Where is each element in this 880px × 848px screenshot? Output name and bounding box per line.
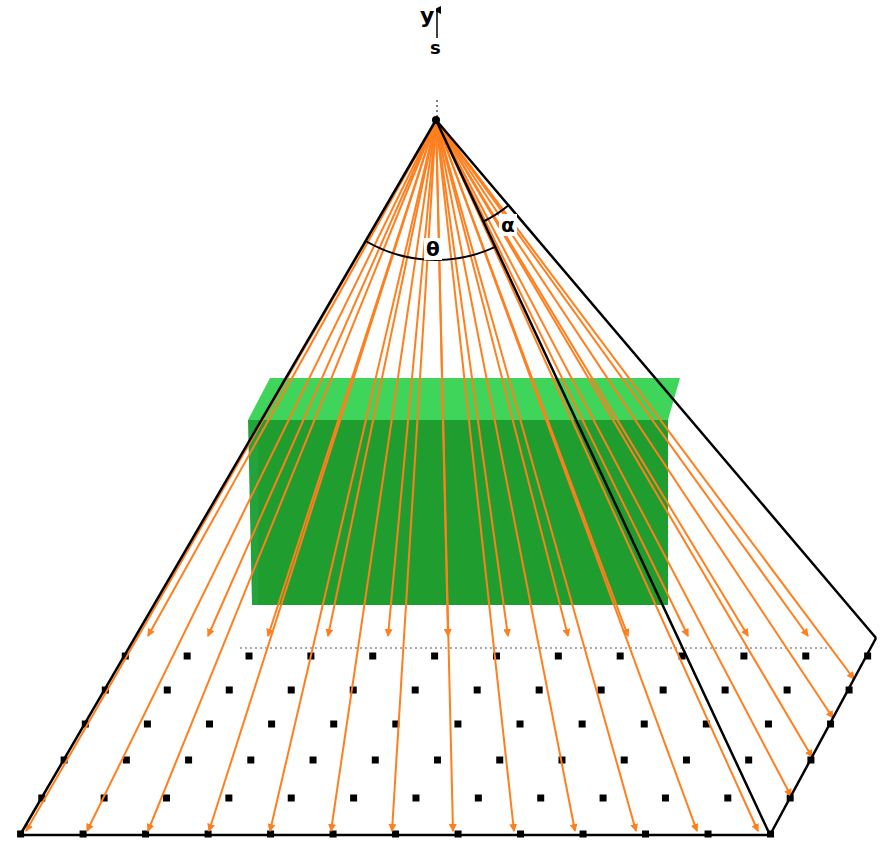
x-ray [209, 120, 436, 831]
x-ray [388, 120, 436, 636]
angle-label: α [499, 214, 517, 236]
detector-pixel [369, 653, 376, 660]
x-ray [436, 120, 833, 718]
detector-pixel [226, 687, 233, 694]
detector-pixel [412, 687, 419, 694]
detector-pixel [434, 757, 441, 764]
detector-pixel [350, 795, 357, 802]
x-ray [436, 120, 758, 831]
x-ray [436, 120, 812, 757]
detector-pixel [330, 721, 337, 728]
detector-pixel [144, 721, 151, 728]
detector-pixel [454, 721, 461, 728]
x-ray [328, 120, 436, 636]
detector-pixel [641, 721, 648, 728]
detector-pixel [617, 653, 624, 660]
detector-pixel [412, 795, 419, 802]
detector-pixel [784, 687, 791, 694]
beam-pyramid [20, 120, 876, 835]
x-ray [436, 120, 808, 636]
x-ray [436, 120, 697, 831]
x-ray [436, 120, 854, 679]
x-ray [436, 120, 628, 636]
detector-pixel [246, 653, 253, 660]
x-ray [148, 120, 436, 831]
x-ray [148, 120, 436, 636]
source-label: s [428, 38, 443, 58]
detector-pixel [555, 653, 562, 660]
angle-label: θ [424, 238, 442, 260]
detector-pixel [537, 795, 544, 802]
detector-pixel [662, 795, 669, 802]
detector-pixel [431, 653, 438, 660]
detector-pixel [722, 687, 729, 694]
x-ray [436, 120, 688, 636]
x-ray [436, 120, 636, 831]
detector-back-edge [240, 648, 835, 649]
detector-pixel [745, 757, 752, 764]
detector-pixel [225, 795, 232, 802]
x-ray [208, 120, 436, 636]
detector-pixel [802, 653, 809, 660]
detector-pixels [17, 653, 871, 838]
detector-pixel [660, 687, 667, 694]
detector-pixel [184, 653, 191, 660]
detector-pixel [600, 795, 607, 802]
detector-pixel [288, 795, 295, 802]
x-ray [268, 120, 436, 636]
source-point [432, 116, 440, 124]
detector-pixel [185, 757, 192, 764]
x-ray [87, 120, 436, 831]
detector-pixel [517, 721, 524, 728]
detector-pixel [475, 795, 482, 802]
detector-pixel [206, 721, 213, 728]
detector-pixel [288, 687, 295, 694]
detector-pixel [164, 687, 171, 694]
x-ray [436, 120, 575, 831]
axis-dots [437, 100, 438, 118]
detector-pixel [496, 757, 503, 764]
detector-pixel [621, 757, 628, 764]
x-ray [436, 120, 791, 796]
x-ray [331, 120, 436, 831]
detector-pixel [683, 757, 690, 764]
detector-pixel [310, 757, 317, 764]
x-ray [270, 120, 436, 831]
y-axis [436, 10, 438, 40]
detector-pixel [247, 757, 254, 764]
axis-label: y [418, 4, 436, 28]
detector-pixel [372, 757, 379, 764]
x-ray-beams [26, 120, 854, 831]
detector-pixel [268, 721, 275, 728]
detector-pixel [579, 721, 586, 728]
detector-pixel [724, 795, 731, 802]
detector-pixel [765, 721, 772, 728]
detector-pixel [163, 795, 170, 802]
detector-pixel [598, 687, 605, 694]
detector-pixel [474, 687, 481, 694]
detector-pixel [536, 687, 543, 694]
detector-pixel [740, 653, 747, 660]
